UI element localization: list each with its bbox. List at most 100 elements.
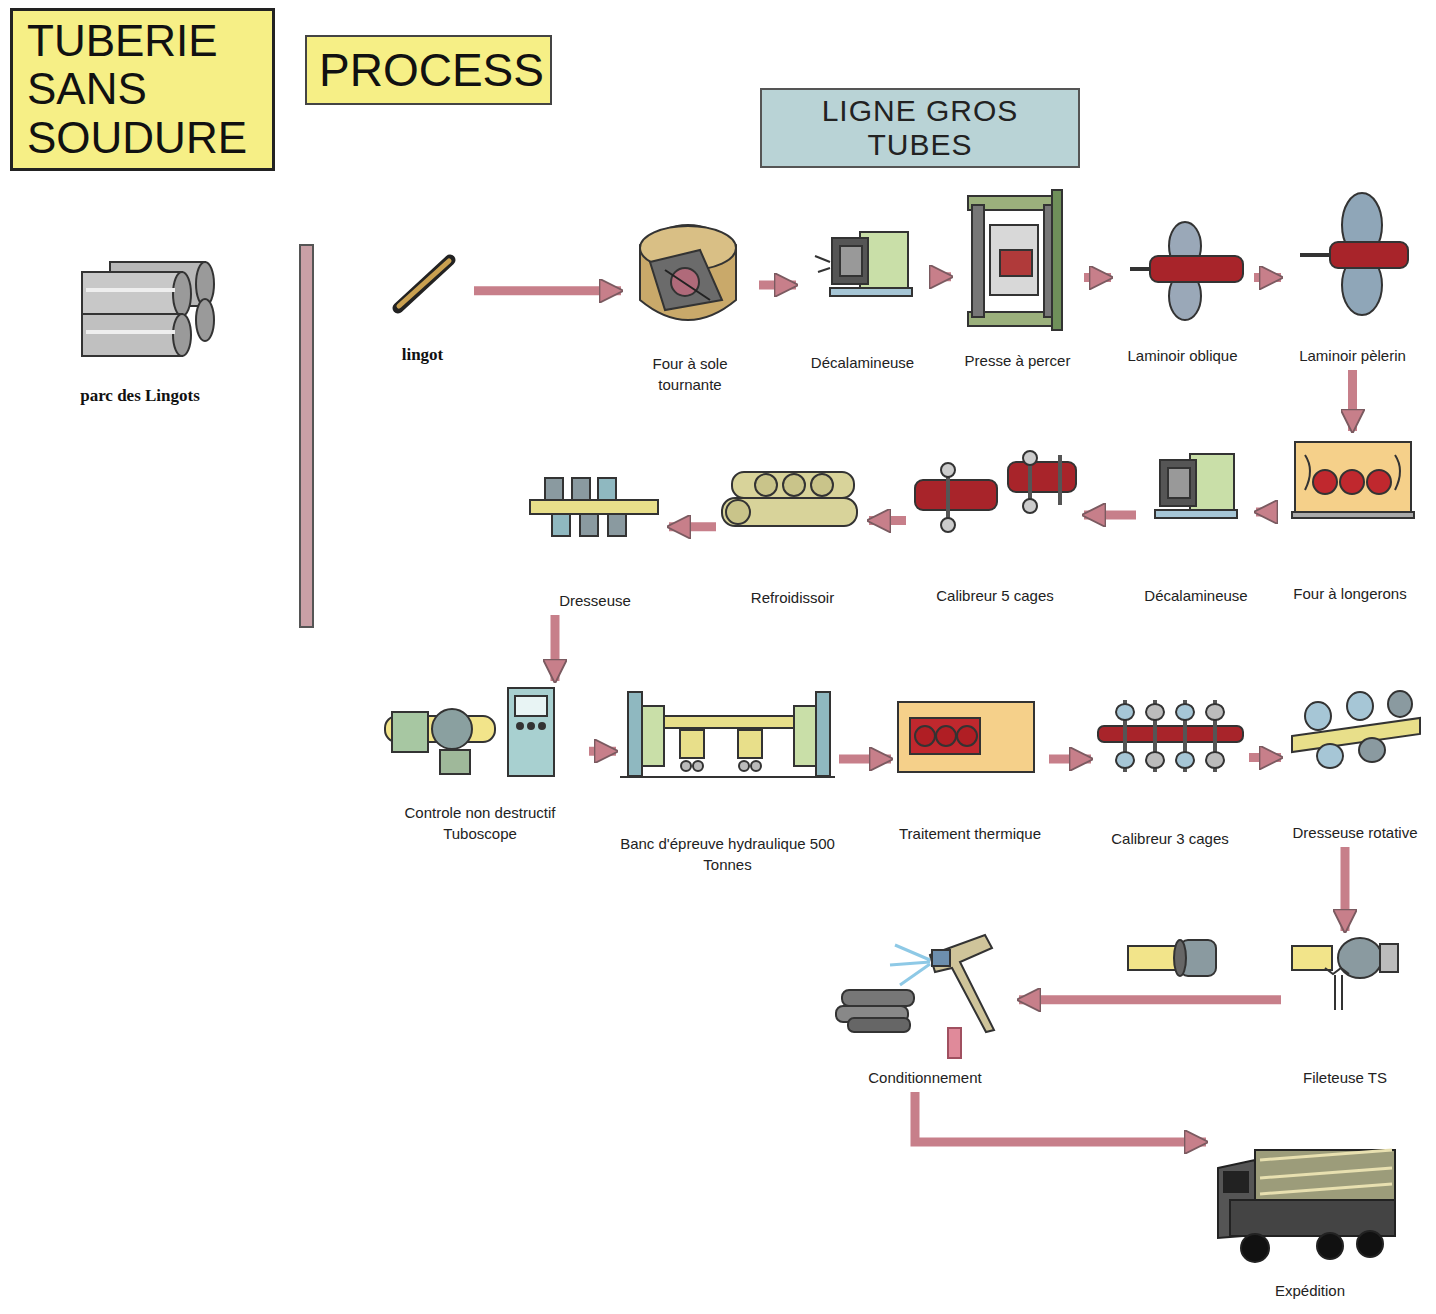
cooling-bed xyxy=(783,474,805,496)
node-label: Banc d'épreuve hydraulique 500 Tonnes xyxy=(620,833,835,875)
heat-treatment xyxy=(936,726,956,746)
descaler xyxy=(815,232,912,296)
hydrotest-bench xyxy=(680,730,704,758)
straightener xyxy=(572,478,590,500)
node-label: Laminoir oblique xyxy=(1115,345,1250,366)
straightener xyxy=(530,500,658,514)
threading-machine xyxy=(1380,944,1398,972)
descaler xyxy=(1168,468,1190,498)
straightener xyxy=(608,514,626,536)
walking-beam-furnace xyxy=(1305,455,1400,490)
piercing-press xyxy=(1052,190,1062,330)
flow-arrow xyxy=(759,281,796,290)
cross-roll-mill xyxy=(1130,222,1243,320)
node-label: Décalamineuse xyxy=(1140,585,1252,606)
hydrotest-bench xyxy=(620,692,835,777)
ndt-tuboscope xyxy=(528,723,534,729)
cooling-bed xyxy=(722,498,857,526)
rotary-straightener xyxy=(1359,738,1385,762)
hydrotest-bench xyxy=(681,761,691,771)
rotary-straightener xyxy=(1305,702,1331,730)
process-step: Décalamineuse xyxy=(1140,445,1252,606)
straightener xyxy=(598,478,616,500)
process-step: Four à sole tournante xyxy=(625,215,755,395)
threading-machine xyxy=(1292,946,1332,970)
divider-bar xyxy=(300,245,313,627)
node-label: Décalamineuse xyxy=(800,352,925,373)
process-step: Dresseuse rotative xyxy=(1285,690,1425,843)
packaging xyxy=(848,1018,910,1032)
heading-box: PROCESS xyxy=(305,35,552,105)
pilger-mill xyxy=(1300,253,1330,257)
piercing-press xyxy=(1000,250,1032,276)
node-label: Fileteuse TS xyxy=(1285,1067,1405,1088)
process-step: Calibreur 3 cages xyxy=(1095,690,1245,849)
sizing-mill xyxy=(1146,752,1164,768)
flow-arrow xyxy=(474,286,621,295)
cooling-bed xyxy=(722,472,857,526)
flow-arrow xyxy=(1019,995,1281,1004)
node-label: Four à longerons xyxy=(1280,583,1420,604)
ndt-tuboscope xyxy=(508,688,554,776)
straightener xyxy=(545,478,563,500)
flow-arrow xyxy=(839,755,891,764)
process-step: Conditionnement xyxy=(835,930,1015,1088)
process-step: Traitement thermique xyxy=(895,695,1045,844)
sizing-mill xyxy=(1206,704,1224,720)
descaler xyxy=(1155,510,1237,518)
hydrotest-bench xyxy=(751,761,761,771)
sizing-mill xyxy=(1058,455,1062,505)
ingot xyxy=(398,260,450,308)
node-label: Controle non destructif Tuboscope xyxy=(375,802,585,844)
node-label: parc des Lingots xyxy=(60,386,220,406)
node-label: lingot xyxy=(375,345,470,365)
threading-machine xyxy=(1325,968,1349,974)
descaler xyxy=(1160,460,1196,506)
rotary-straightener xyxy=(1292,691,1420,768)
process-step: Banc d'épreuve hydraulique 500 Tonnes xyxy=(620,685,835,875)
truck xyxy=(1317,1233,1343,1259)
descaler xyxy=(832,238,868,284)
heat-treatment xyxy=(898,702,1034,772)
ndt-tuboscope xyxy=(539,723,545,729)
sizing-mill xyxy=(941,518,955,532)
hydrotest-bench xyxy=(693,761,703,771)
heat-treatment xyxy=(910,718,980,754)
process-step: Four à longerons xyxy=(1280,435,1420,604)
truck xyxy=(1357,1231,1383,1257)
flow-arrow xyxy=(1348,370,1357,431)
process-step: Presse à percer xyxy=(955,185,1080,371)
node-label: PROCESS xyxy=(319,43,538,97)
sizing-mill xyxy=(1023,451,1037,465)
process-step: Expédition xyxy=(1210,1140,1410,1301)
node-label: Calibreur 3 cages xyxy=(1095,828,1245,849)
sizing-mill xyxy=(1206,752,1224,768)
walking-beam-furnace xyxy=(1340,470,1364,494)
descaler xyxy=(830,288,912,296)
cooling-bed xyxy=(732,472,854,498)
cooling-bed xyxy=(811,474,833,496)
flow-arrow xyxy=(1249,753,1281,762)
hydrotest-bench xyxy=(739,761,749,771)
node-label: Presse à percer xyxy=(955,350,1080,371)
hydrotest-bench xyxy=(816,692,830,776)
piercing-press xyxy=(972,205,984,317)
heat-treatment xyxy=(915,726,935,746)
packaging xyxy=(932,950,950,966)
ndt-tuboscope xyxy=(517,723,523,729)
walking-beam-furnace xyxy=(1292,442,1414,518)
flow-arrow xyxy=(589,747,616,756)
rotary-straightener xyxy=(1347,692,1373,720)
node-label: Calibreur 5 cages xyxy=(910,585,1080,606)
hydrotest-bench xyxy=(642,706,664,766)
rotary-furnace xyxy=(671,268,699,296)
node-label: LIGNE GROS TUBES xyxy=(772,94,1068,162)
sizing-mill xyxy=(915,451,1076,532)
piercing-press xyxy=(990,225,1038,295)
node-label: Dresseuse xyxy=(525,590,665,611)
flow-arrow xyxy=(1341,847,1350,931)
walking-beam-furnace xyxy=(1292,512,1414,518)
sizing-mill xyxy=(1176,752,1194,768)
cooling-bed xyxy=(755,474,777,496)
